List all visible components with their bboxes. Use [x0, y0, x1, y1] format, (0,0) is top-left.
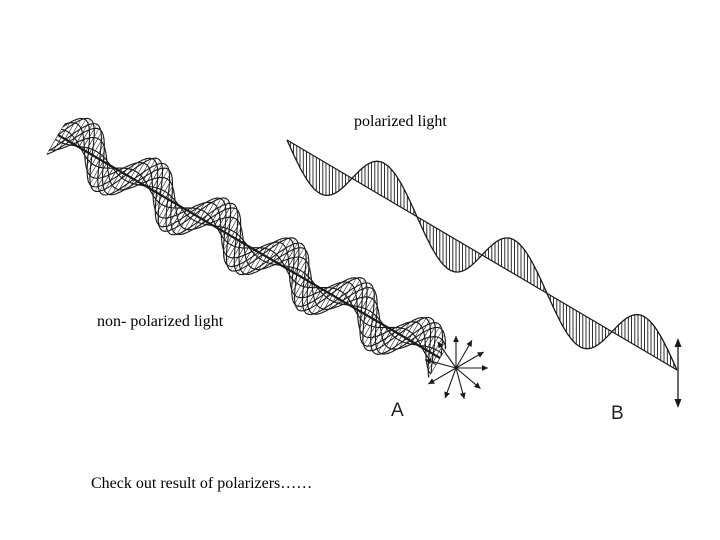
non-polarized-beam [47, 118, 446, 377]
polarized-light-label: polarized light [354, 113, 447, 131]
figure-b-label: B [611, 404, 624, 424]
non-polarized-light-label: non- polarized light [97, 313, 223, 331]
arrowhead [482, 365, 488, 371]
arrowhead [460, 392, 466, 399]
arrowhead [453, 336, 459, 342]
caption-text: Check out result of polarizers…… [91, 475, 312, 493]
arrowhead-down [675, 399, 682, 408]
figure-a-label: A [391, 401, 404, 421]
vertical-polarization-arrow [675, 338, 682, 408]
arrowhead-up [675, 338, 682, 347]
polarized-wave [287, 140, 677, 370]
